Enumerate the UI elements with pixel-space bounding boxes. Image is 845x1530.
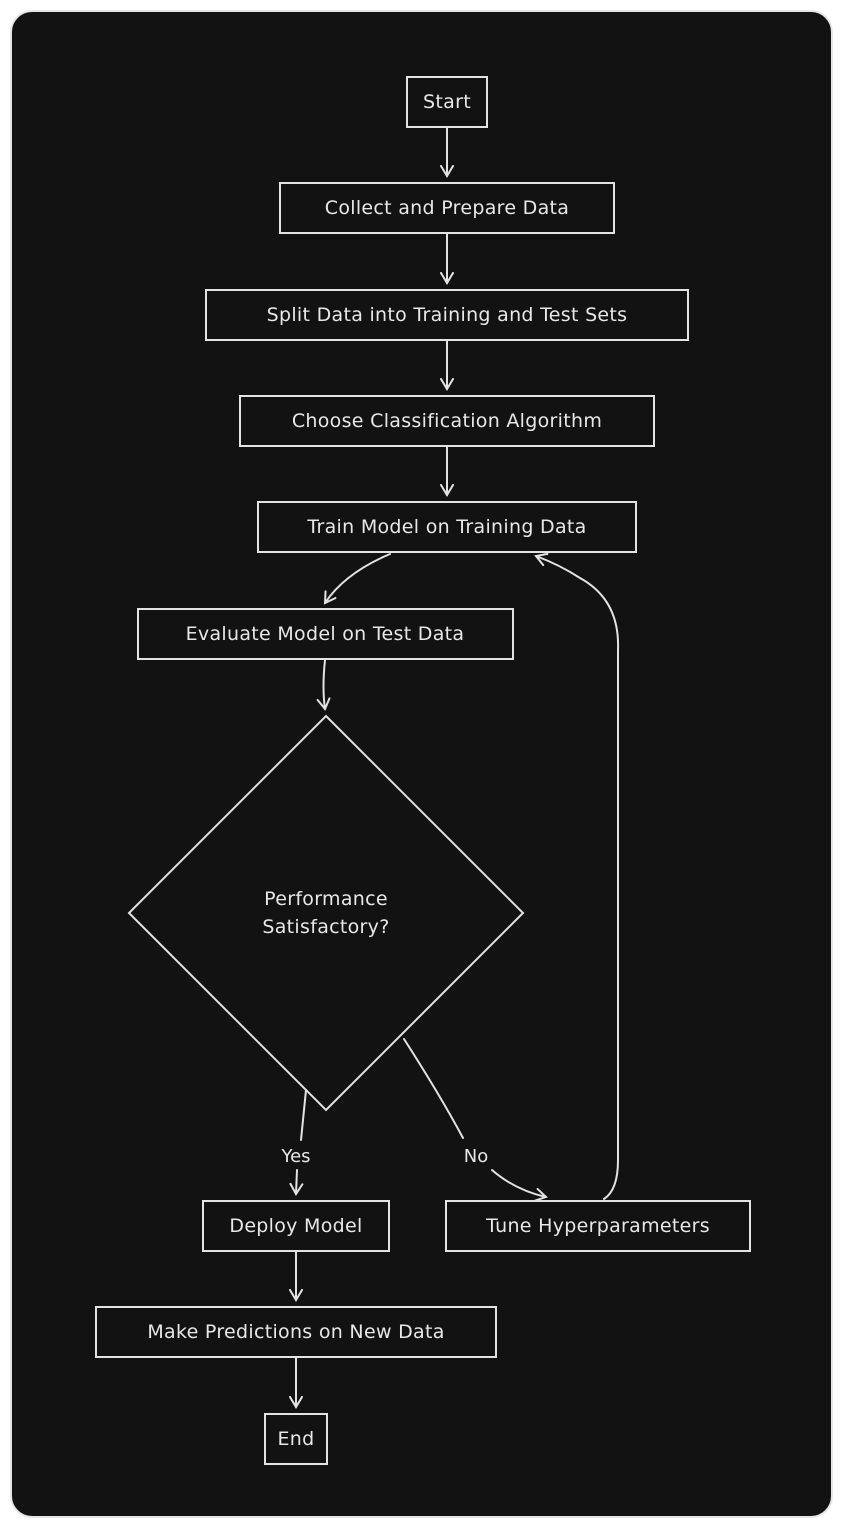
node-tune-hyperparameters-label: Tune Hyperparameters	[485, 1215, 710, 1237]
node-collect-data-label: Collect and Prepare Data	[325, 197, 569, 219]
node-decision-performance: Performance Satisfactory?	[127, 714, 525, 1112]
node-make-predictions-label: Make Predictions on New Data	[147, 1321, 444, 1343]
node-tune-hyperparameters: Tune Hyperparameters	[445, 1200, 751, 1252]
node-evaluate-model-label: Evaluate Model on Test Data	[186, 623, 465, 645]
edge-no-to-tune	[491, 1169, 548, 1202]
edge-label-no: No	[464, 1146, 488, 1167]
node-train-model-label: Train Model on Training Data	[306, 516, 586, 538]
edge-no-upper	[403, 1038, 464, 1139]
diagram-canvas	[10, 10, 833, 1518]
node-split-data: Split Data into Training and Test Sets	[205, 289, 689, 341]
node-train-model: Train Model on Training Data	[257, 501, 637, 553]
node-collect-data: Collect and Prepare Data	[279, 182, 615, 234]
node-make-predictions: Make Predictions on New Data	[95, 1306, 497, 1358]
node-deploy-model-label: Deploy Model	[229, 1215, 362, 1237]
decision-label-line1: Performance	[264, 888, 388, 910]
edge-tune-to-train	[534, 552, 620, 1200]
node-start-label: Start	[423, 91, 471, 113]
node-end-label: End	[277, 1428, 314, 1450]
node-choose-algorithm-label: Choose Classification Algorithm	[292, 410, 602, 432]
node-deploy-model: Deploy Model	[202, 1200, 390, 1252]
edge-yes-upper	[300, 1089, 307, 1141]
node-evaluate-model: Evaluate Model on Test Data	[137, 608, 514, 660]
edge-evaluate-to-decision	[316, 659, 331, 711]
node-start: Start	[406, 76, 488, 128]
decision-label-line2: Satisfactory?	[262, 916, 389, 938]
edge-train-to-evaluate	[323, 553, 391, 605]
edge-yes-to-deploy	[289, 1169, 304, 1196]
node-choose-algorithm: Choose Classification Algorithm	[239, 395, 655, 447]
edge-label-yes: Yes	[280, 1146, 310, 1167]
node-split-data-label: Split Data into Training and Test Sets	[267, 304, 628, 326]
node-end: End	[264, 1413, 328, 1465]
